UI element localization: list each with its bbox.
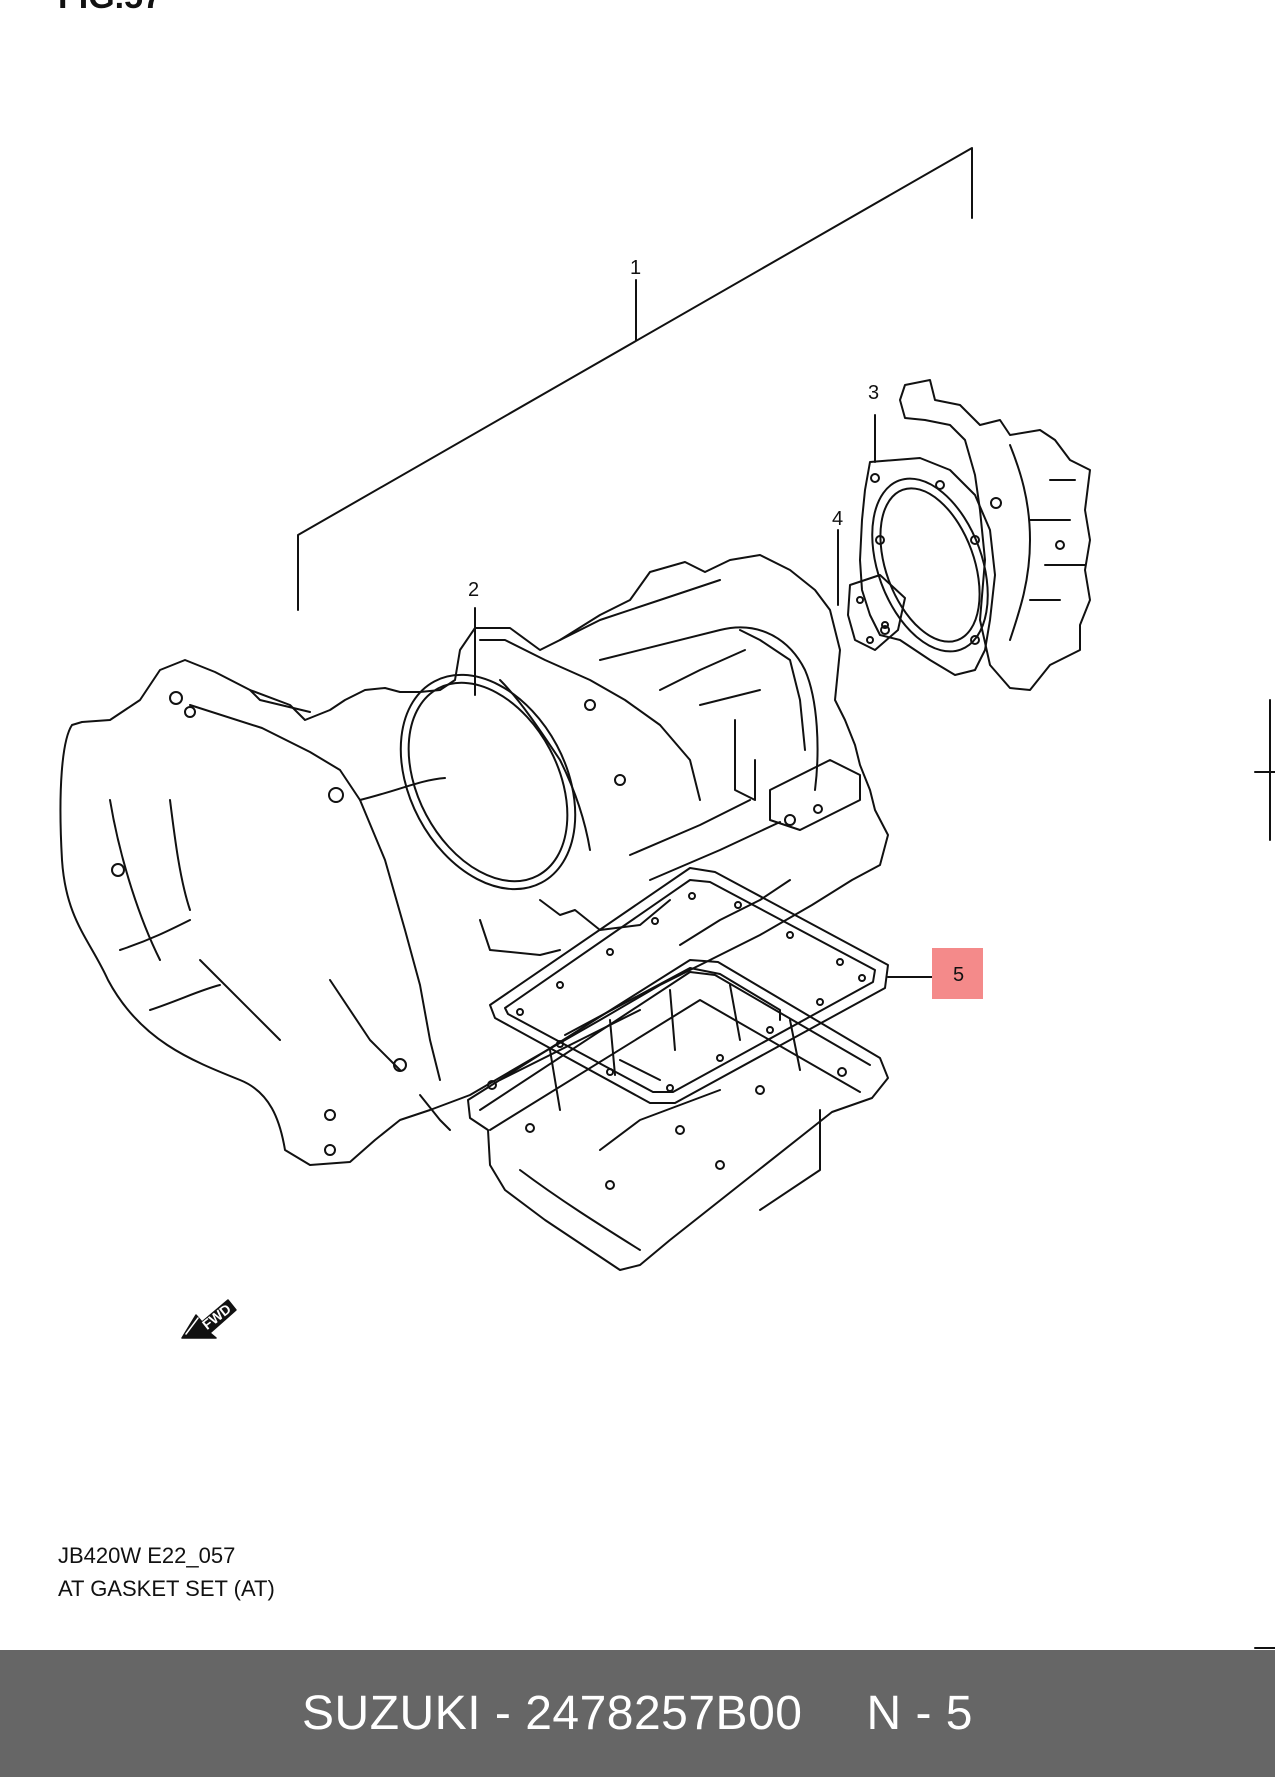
- footer-part-number: 2478257B00: [525, 1687, 803, 1740]
- exploded-transmission-drawing: FWD: [59, 147, 1275, 1649]
- fwd-arrow-icon: [181, 1299, 237, 1339]
- footer-separator: -: [481, 1687, 526, 1740]
- diagram-caption: AT GASKET SET (AT): [58, 1576, 275, 1601]
- leader-bracket-1: [297, 147, 973, 611]
- edge-tick-marks: [1254, 699, 1275, 1649]
- callout-1: 1: [630, 257, 642, 279]
- oil-pan-gasket-part-5: [489, 867, 933, 1104]
- callout-2: 2: [468, 579, 480, 601]
- callout-5: 5: [953, 964, 965, 986]
- footer-brand: SUZUKI: [302, 1687, 482, 1740]
- o-ring-part-2: [399, 607, 577, 891]
- diagram-code: JB420W E22_057: [58, 1543, 236, 1568]
- part-info-footer: SUZUKI - 2478257B00 N - 5: [0, 1650, 1275, 1777]
- rear-gasket-part-3: [859, 414, 996, 676]
- footer-item-number: N - 5: [866, 1687, 973, 1740]
- callout-3: 3: [868, 382, 880, 404]
- callout-4: 4: [832, 508, 844, 530]
- figure-title: FIG.57: [58, 0, 162, 17]
- rear-extension-housing: [899, 379, 1091, 691]
- small-gasket-part-4: [837, 529, 906, 651]
- parts-diagram-sheet: FIG.57: [58, 0, 1275, 1649]
- oil-pan: [467, 959, 889, 1271]
- transmission-housing: [59, 554, 889, 1166]
- highlighted-callout-box: [932, 948, 983, 999]
